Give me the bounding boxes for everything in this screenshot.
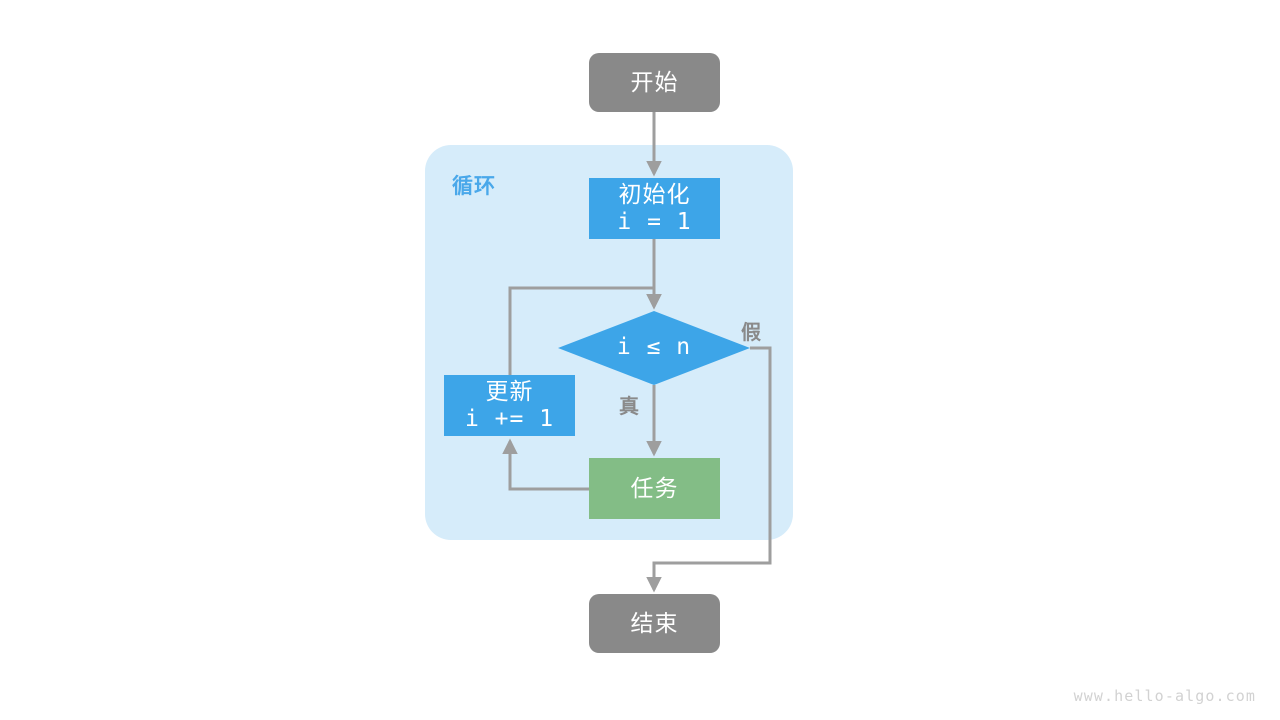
task-node-shape[interactable]	[589, 458, 720, 519]
end-node-shape[interactable]	[589, 594, 720, 653]
edge-task-to-update	[502, 438, 589, 491]
loop-group-label: 循环	[452, 175, 496, 198]
init-node-shape[interactable]	[589, 178, 720, 239]
condition-node-shape[interactable]	[558, 311, 750, 385]
edge-update-to-condition	[508, 286, 662, 375]
watermark: www.hello-algo.com	[1073, 687, 1256, 705]
edge-label-true: 真	[619, 396, 640, 418]
edge-condition-to-end	[646, 346, 772, 593]
edge-label-false: 假	[741, 322, 762, 344]
update-node-shape[interactable]	[444, 375, 575, 436]
start-node-shape[interactable]	[589, 53, 720, 112]
